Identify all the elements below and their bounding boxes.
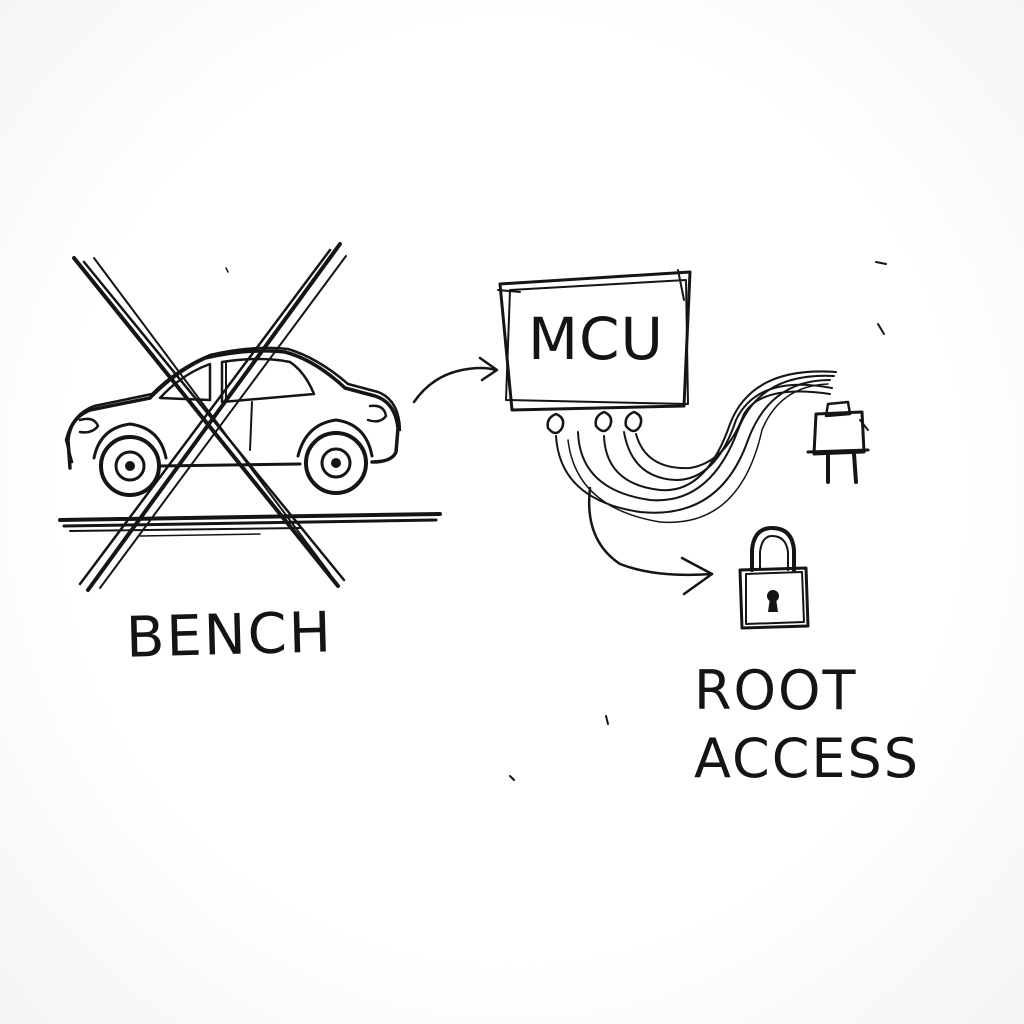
arrow-to-lock (587, 486, 714, 596)
root-access-label: ROOT ACCESS (694, 659, 921, 790)
cross-out-mark (72, 242, 347, 592)
chip-box (497, 269, 692, 435)
stray-marks (225, 261, 887, 781)
mcu-label: MCU (528, 305, 664, 373)
bench-label: BENCH (125, 600, 334, 671)
bench-surface (58, 512, 442, 537)
cable-bundle (555, 370, 837, 524)
car-icon (64, 346, 402, 497)
plug-icon (806, 400, 870, 484)
padlock-icon (738, 526, 810, 630)
arrow-to-mcu (412, 356, 499, 404)
